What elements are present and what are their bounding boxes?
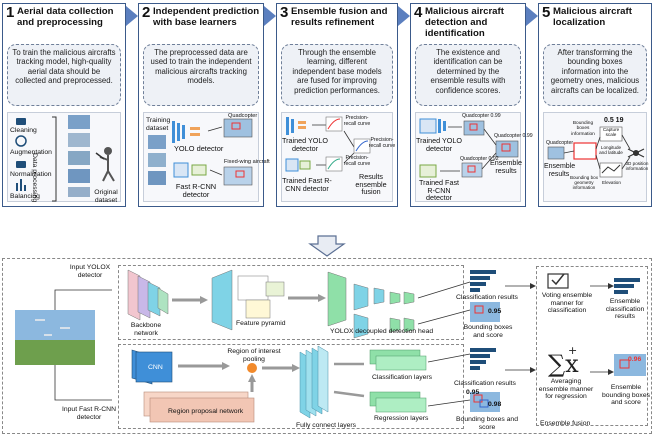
pr-curve-3-label: Precision-recall curve	[368, 137, 396, 149]
step-5-header: 5 Malicious aircraft localization	[539, 4, 651, 40]
bbox-score-bottom-label: Bounding boxes and score	[456, 416, 518, 431]
yolo-detector-label: YOLO detector	[174, 144, 224, 153]
backbone-label: Backbone network	[130, 322, 162, 337]
pr-curve-2-label: Precision-recall curve	[343, 155, 371, 167]
balancing-label: Balancing	[10, 193, 40, 200]
step-1-illustration: Cleaning Augmentation Normalization Bala…	[7, 112, 121, 204]
ensemble-results-label-5: Ensemble results	[544, 163, 576, 178]
fast-rcnn-detector-label: Fast R-CNN detector	[175, 182, 217, 199]
step-2-arrow	[264, 6, 276, 26]
step-2-number: 2	[142, 4, 151, 21]
localization-label: 3D position information	[625, 161, 649, 172]
step-5-illustration: Bounding boxes information Quadcopter En…	[543, 112, 649, 202]
ensemble-class-results-label: Ensemble classification results	[605, 298, 645, 321]
roi-pooling-label: Region of interest pooling	[227, 348, 281, 363]
step-4-number: 4	[414, 4, 423, 21]
step-1-description: To train the malicious aircrafts trackin…	[7, 44, 121, 106]
step-4-illustration: Trained YOLO detector Trained Fast R-CNN…	[415, 112, 533, 203]
quadcopter-score-2: Quadcopter 0.92	[460, 156, 499, 162]
input-yolox-label: Input YOLOX detector	[69, 264, 111, 279]
fast-rcnn-branch-frame	[118, 344, 464, 429]
ensemble-results-label-4: Ensemble results	[490, 158, 522, 175]
step-3-title: Ensemble fusion and results refinement	[291, 6, 388, 28]
geometry-info-label: Bounding box geometry information	[569, 175, 599, 191]
step-3-description: Through the ensemble learning, different…	[281, 44, 393, 106]
coords-label: 0.5 19	[604, 117, 624, 124]
capture-scale-label: Capture scale	[602, 127, 620, 138]
trained-yolo-label: Trained YOLO detector	[282, 136, 328, 153]
step-4-header: 4 Malicious aircraft detection and ident…	[411, 4, 525, 40]
step-1-title: Aerial data collection and preprocessing	[17, 6, 114, 28]
augmentation-label: Augmentation	[10, 149, 52, 156]
ensemble-fusion-frame	[536, 266, 648, 426]
averaging-label: Averaging ensemble manner for regression	[538, 378, 594, 401]
fixed-wing-label: Fixed-wing aircraft	[224, 159, 270, 165]
bbox-info-label: Bounding boxes information	[571, 121, 595, 137]
cnn-label: CNN	[148, 364, 163, 371]
score-top-label: 0.95	[488, 308, 502, 315]
step-5-number: 5	[542, 4, 551, 21]
classification-results-top-label: Classification results	[456, 294, 518, 301]
step-3-arrow	[398, 6, 410, 26]
feature-pyramid-label: Feature pyramid	[236, 320, 286, 327]
bbox-score-top-label: Bounding boxes and score	[463, 324, 513, 339]
step-4-card: 4 Malicious aircraft detection and ident…	[410, 3, 533, 207]
original-dataset-label: Original dataset	[94, 189, 118, 204]
ensemble-bbox-score-label: Ensemble bounding boxes and score	[602, 384, 650, 407]
step-4-title: Malicious aircraft detection and identif…	[425, 6, 504, 39]
score-bottom-1-label: 0.95	[466, 389, 480, 396]
step-1-arrow	[126, 6, 138, 26]
step-2-header: 2 Independent prediction with base learn…	[139, 4, 263, 40]
cleaning-label: Cleaning	[10, 127, 37, 134]
pr-curve-1-label: Precision-recall curve	[343, 115, 371, 127]
elevation-label: Elevation	[602, 180, 621, 185]
classification-results-bottom-label: Classification results	[454, 380, 516, 387]
step-5-description: After transforming the bounding boxes in…	[543, 44, 647, 106]
score-bottom-2-label: 0.98	[488, 401, 502, 408]
step-1-number: 1	[6, 4, 15, 21]
step-1-header: 1 Aerial data collection and preprocessi…	[3, 4, 125, 40]
input-fast-rcnn-label: Input Fast R-CNN detector	[61, 406, 116, 421]
longitude-latitude-label: Longitude and latitude	[599, 145, 623, 156]
svg-text:∑x: ∑x	[548, 350, 579, 378]
results-fusion-label: Results ensemble fusion	[355, 172, 387, 197]
step-3-number: 3	[280, 4, 289, 21]
fully-connect-label: Fully connect layers	[296, 422, 357, 429]
step-3-card: 3 Ensemble fusion and results refinement…	[276, 3, 398, 207]
trained-fast-rcnn-label: Trained Fast R-CNN detector	[282, 176, 332, 193]
step-1-card: 1 Aerial data collection and preprocessi…	[2, 3, 126, 207]
step-3-header: 3 Ensemble fusion and results refinement	[277, 4, 397, 40]
step-4-description: The existence and identification can be …	[415, 44, 521, 106]
step-2-card: 2 Independent prediction with base learn…	[138, 3, 270, 207]
classification-layers-label: Classification layers	[372, 374, 433, 381]
quadcopter-label-5: Quadcopter	[546, 140, 574, 146]
step-2-illustration: Training dataset YOLO detector Fast R-CN…	[143, 112, 270, 202]
voting-label: Voting ensemble manner for classificatio…	[541, 292, 593, 315]
step-3-illustration: Trained YOLO detector Trained Fast R-CNN…	[281, 112, 396, 202]
quadcopter-score-3: Quadcopter 0.99	[494, 133, 533, 139]
trained-fast-rcnn-label-4: Trained Fast R-CNN detector	[418, 178, 460, 203]
yolox-branch-frame	[118, 265, 464, 340]
ensemble-score-label: 0.96	[628, 356, 642, 363]
step-5-title: Malicious aircraft localization	[553, 6, 632, 28]
ensemble-fusion-label: Ensemble fusion	[540, 420, 591, 427]
regression-layers-label: Regression layers	[374, 415, 429, 422]
decoupled-head-label: YOLOX decoupled detection head	[330, 328, 434, 335]
step-2-description: The preprocessed data are used to train …	[143, 44, 259, 106]
training-dataset-label: Training dataset	[146, 117, 171, 132]
quadcopter-label: Quadcopter	[228, 113, 258, 119]
quadcopter-score-1: Quadcopter 0.99	[462, 113, 501, 119]
step-2-title: Independent prediction with base learner…	[153, 6, 260, 28]
normalization-label: Normalization	[10, 171, 52, 178]
step-5-card: 5 Malicious aircraft localization After …	[538, 3, 652, 207]
rpn-label: Region proposal network	[168, 408, 244, 415]
step-4-arrow	[526, 6, 538, 26]
svg-text:+: +	[568, 344, 577, 357]
trained-yolo-label-4: Trained YOLO detector	[416, 136, 462, 153]
